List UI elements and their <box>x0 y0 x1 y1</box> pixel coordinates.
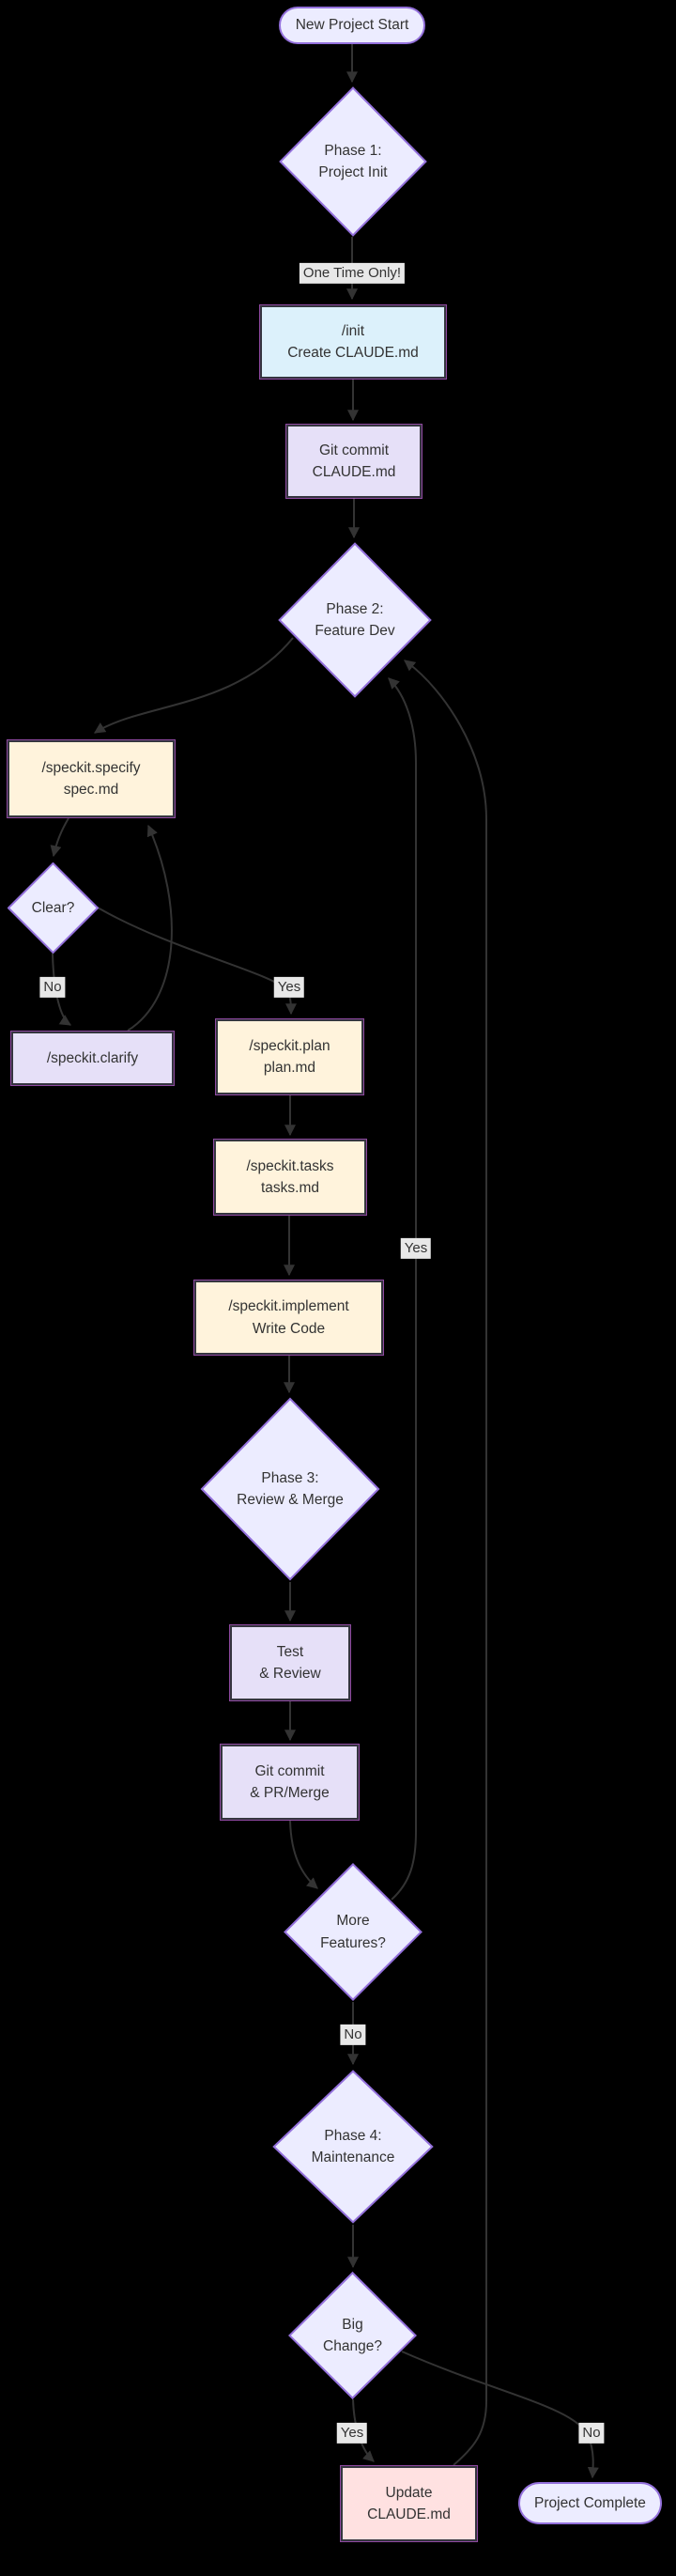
node-phase2: Phase 2: Feature Dev <box>278 542 432 698</box>
diamond-shape <box>288 2272 417 2399</box>
node-commit1-label: Git commit CLAUDE.md <box>312 442 396 480</box>
node-phase4-label: Phase 4: Maintenance <box>311 2127 395 2165</box>
node-big: Big Change? <box>288 2272 417 2399</box>
edge-label-clear-no: No <box>39 976 66 999</box>
edge-clarify-specify <box>127 824 173 1032</box>
diamond-shape <box>272 2070 434 2224</box>
node-clear-label: Clear? <box>31 899 75 916</box>
node-phase4: Phase 4: Maintenance <box>272 2070 434 2224</box>
node-clarify-label: /speckit.clarify <box>46 1049 139 1066</box>
edge-update-phase2 <box>407 662 487 2466</box>
node-test: Test & Review <box>229 1624 351 1701</box>
node-phase1-label: Phase 1: Project Init <box>318 142 388 180</box>
edge-label-big-no: No <box>578 2422 605 2444</box>
node-specify-label: /speckit.specify spec.md <box>41 759 141 798</box>
diamond-shape <box>200 1397 380 1581</box>
node-clarify: /speckit.clarify <box>10 1031 175 1086</box>
diamond-shape <box>279 86 427 237</box>
edge-specify-clear <box>50 817 69 858</box>
edge-clear-no-clarify <box>52 953 72 1026</box>
node-complete-label: Project Complete <box>534 2494 646 2511</box>
edge-update-phase2-head <box>404 660 417 672</box>
node-big-label: Big Change? <box>323 2316 382 2354</box>
node-start-label: New Project Start <box>295 17 409 34</box>
node-phase1: Phase 1: Project Init <box>279 86 427 237</box>
diamond-shape <box>284 1863 422 2001</box>
node-tasks-label: /speckit.tasks tasks.md <box>246 1157 334 1196</box>
diamond-shape <box>8 862 99 954</box>
edge-label-clear-yes: Yes <box>273 976 305 999</box>
edge-more-yes-phase2 <box>388 677 417 1901</box>
node-more-label: More Features? <box>320 1913 386 1951</box>
node-start: New Project Start <box>279 7 425 44</box>
node-phase2-label: Phase 2: Feature Dev <box>315 600 395 639</box>
node-more: More Features? <box>284 1863 422 2001</box>
node-plan-label: /speckit.plan plan.md <box>249 1037 330 1076</box>
edge-label-one-time-only: One Time Only! <box>299 262 406 285</box>
node-implement: /speckit.implement Write Code <box>193 1280 384 1356</box>
edge-merge-more <box>289 1820 318 1889</box>
node-update: Update CLAUDE.md <box>340 2465 478 2542</box>
node-init-label: /init Create CLAUDE.md <box>287 322 419 361</box>
node-implement-label: /speckit.implement Write Code <box>228 1298 349 1337</box>
edge-label-more-no: No <box>340 2024 366 2046</box>
edge-label-big-yes: Yes <box>336 2422 368 2444</box>
edge-phase2-specify <box>93 637 294 734</box>
edge-clear-yes-plan <box>97 907 297 1016</box>
node-commit1: Git commit CLAUDE.md <box>285 424 422 499</box>
diamond-shape <box>278 542 432 698</box>
node-test-label: Test & Review <box>259 1643 321 1682</box>
node-phase3: Phase 3: Review & Merge <box>200 1397 380 1581</box>
node-specify: /speckit.specify spec.md <box>7 739 176 818</box>
node-init: /init Create CLAUDE.md <box>259 304 447 380</box>
node-update-label: Update CLAUDE.md <box>367 2484 451 2522</box>
node-tasks: /speckit.tasks tasks.md <box>213 1139 367 1216</box>
node-complete: Project Complete <box>518 2482 662 2524</box>
node-clear: Clear? <box>8 862 99 954</box>
edge-big-no-complete <box>401 2351 599 2479</box>
node-merge: Git commit & PR/Merge <box>220 1744 360 1821</box>
node-plan: /speckit.plan plan.md <box>215 1018 364 1095</box>
edge-label-more-yes: Yes <box>400 1237 432 1260</box>
node-merge-label: Git commit & PR/Merge <box>250 1762 330 1801</box>
node-phase3-label: Phase 3: Review & Merge <box>237 1469 344 1508</box>
